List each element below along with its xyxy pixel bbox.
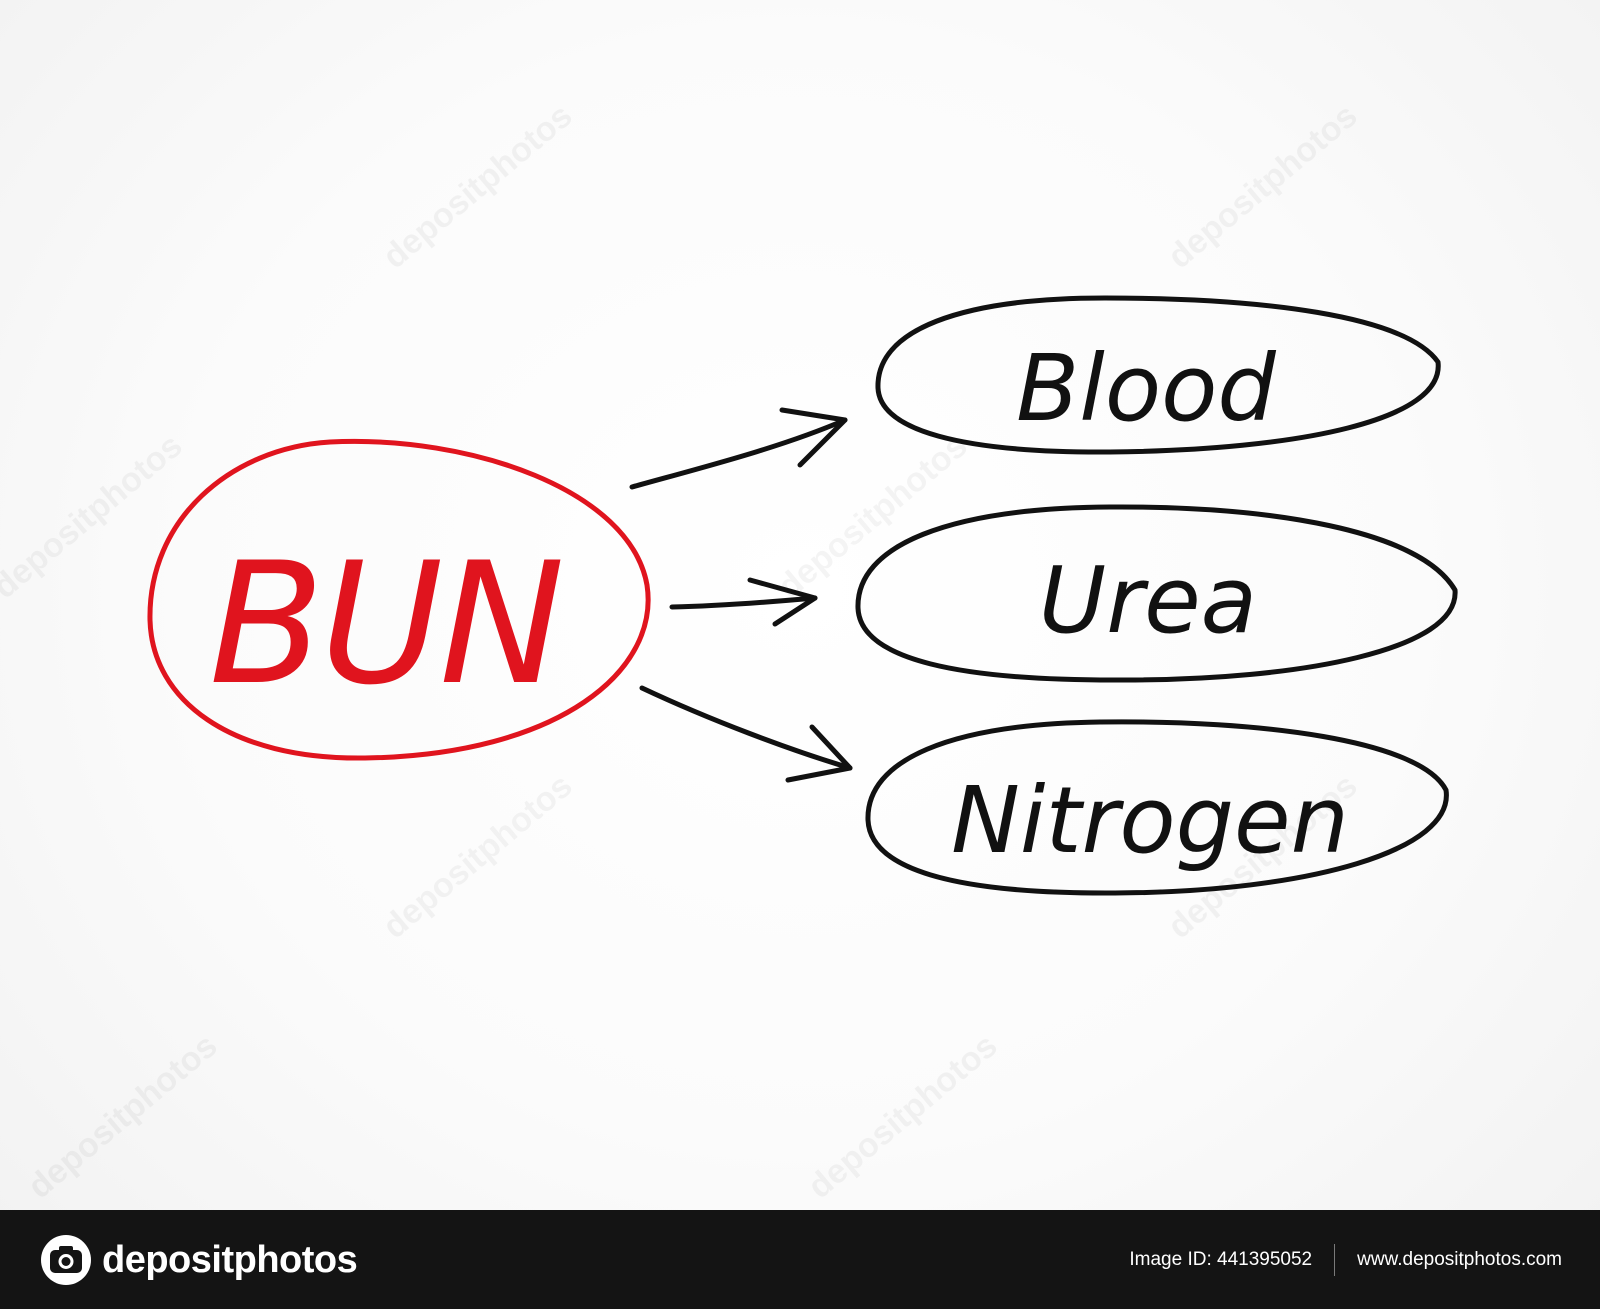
term-ellipse [855, 504, 1458, 683]
watermark-text: depositphotos [801, 1026, 1005, 1206]
brand-name: depositphotos [102, 1238, 358, 1281]
acronym-ellipse [147, 438, 651, 761]
watermark-text: depositphotos [376, 96, 580, 276]
arrow-to-nitrogen [639, 685, 853, 783]
brand-logo[interactable]: depositphotos [40, 1232, 358, 1288]
arrow-to-blood [629, 407, 848, 490]
image-id: Image ID: 441395052 [1129, 1248, 1313, 1270]
term-ellipse [865, 719, 1449, 896]
term-label-blood: Blood [1016, 335, 1276, 442]
arrow-to-urea [669, 577, 818, 627]
term-label-urea: Urea [1039, 547, 1257, 654]
camera-icon [41, 1235, 91, 1285]
term-ellipse [875, 295, 1441, 455]
watermark-text: depositphotos [771, 426, 975, 606]
term-node-blood: Blood [875, 295, 1441, 455]
term-node-urea: Urea [855, 504, 1458, 683]
watermark-text: depositphotos [0, 426, 190, 606]
acronym-node: BUN [147, 438, 651, 761]
watermark-text: depositphotos [21, 1026, 225, 1206]
website-link[interactable]: www.depositphotos.com [1357, 1248, 1562, 1270]
diagram-canvas: depositphotos depositphotos depositphoto… [0, 96, 1458, 1206]
watermark-text: depositphotos [1161, 96, 1365, 276]
footer-meta: Image ID: 441395052 www.depositphotos.co… [1129, 1210, 1562, 1309]
footer-bar: depositphotos Image ID: 441395052 www.de… [0, 1210, 1600, 1309]
term-label-nitrogen: Nitrogen [951, 767, 1349, 874]
arrows [629, 407, 853, 783]
footer-divider [1334, 1243, 1336, 1276]
watermark-text: depositphotos [376, 766, 580, 946]
term-node-nitrogen: Nitrogen [865, 719, 1449, 896]
acronym-label: BUN [209, 526, 561, 722]
